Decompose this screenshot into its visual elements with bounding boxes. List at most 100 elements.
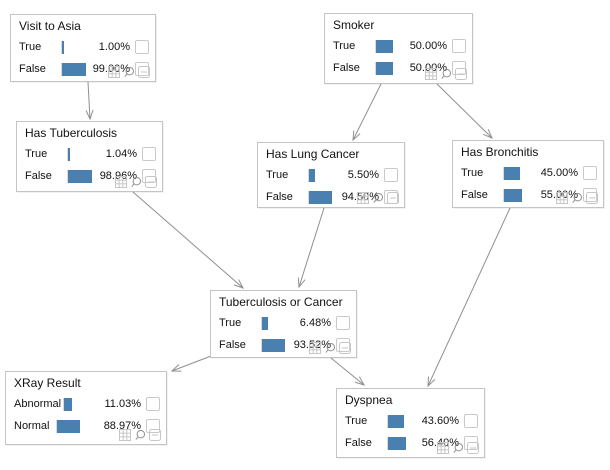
probability-bar — [309, 168, 315, 182]
probability-bar-track — [375, 61, 402, 75]
probability-value: 94.50% — [341, 191, 379, 203]
state-label: True — [461, 167, 484, 179]
probability-bar — [504, 188, 522, 202]
probability-bar-track — [375, 39, 402, 53]
edge-visit_asia-to-has_tuberculosis — [87, 81, 91, 120]
probability-bar-track — [261, 316, 288, 330]
node-toolbar — [437, 442, 479, 454]
probability-bar-track — [308, 168, 335, 182]
minus-icon[interactable] — [138, 66, 150, 78]
node-toolbar — [556, 192, 598, 204]
arrowhead-icon — [85, 109, 94, 121]
edge-has_tuberculosis-to-tuberculosis_or_cancer — [132, 191, 244, 289]
node-title: Smoker — [333, 18, 375, 32]
probability-bar-track — [387, 414, 414, 428]
probability-bar-track — [387, 436, 414, 450]
grid-icon[interactable] — [437, 442, 449, 454]
state-row: True 5.50% — [258, 164, 404, 186]
probability-bar — [57, 419, 80, 433]
grid-icon[interactable] — [425, 68, 437, 80]
probability-bar-track — [63, 397, 90, 411]
minus-icon[interactable] — [149, 429, 161, 441]
probability-bar-track — [261, 338, 288, 352]
minus-icon[interactable] — [455, 68, 467, 80]
evidence-checkbox[interactable] — [583, 166, 597, 180]
minus-icon[interactable] — [387, 192, 399, 204]
probability-bar — [376, 61, 393, 75]
grid-icon[interactable] — [309, 342, 321, 354]
grid-icon[interactable] — [119, 429, 131, 441]
node-toolbar — [309, 342, 351, 354]
state-label: False — [333, 62, 360, 74]
state-label: False — [25, 170, 52, 182]
minus-icon[interactable] — [467, 442, 479, 454]
state-label: True — [266, 169, 289, 181]
evidence-checkbox[interactable] — [135, 40, 149, 54]
node-title: Visit to Asia — [19, 19, 81, 33]
edge-has_bronchitis-to-dyspnea — [427, 207, 511, 387]
edge-tuberculosis_or_cancer-to-dyspnea — [330, 357, 365, 386]
state-label: True — [345, 415, 368, 427]
state-label: False — [461, 189, 488, 201]
node-title: Has Tuberculosis — [25, 126, 118, 140]
minus-icon[interactable] — [586, 192, 598, 204]
evidence-checkbox[interactable] — [142, 147, 156, 161]
arrowhead-icon — [170, 364, 182, 372]
magnifier-icon[interactable] — [134, 429, 146, 441]
grid-icon[interactable] — [108, 66, 120, 78]
state-label: Normal — [14, 420, 50, 432]
node-title: Has Lung Cancer — [266, 147, 360, 161]
evidence-checkbox[interactable] — [464, 414, 478, 428]
grid-icon[interactable] — [357, 192, 369, 204]
magnifier-icon[interactable] — [452, 442, 464, 454]
probability-value: 99.00% — [92, 63, 130, 75]
evidence-checkbox[interactable] — [452, 39, 466, 53]
probability-bar — [388, 414, 404, 428]
node-toolbar — [108, 66, 150, 78]
node-toolbar — [357, 192, 399, 204]
grid-icon[interactable] — [556, 192, 568, 204]
grid-icon[interactable] — [115, 176, 127, 188]
magnifier-icon[interactable] — [324, 342, 336, 354]
minus-icon[interactable] — [339, 342, 351, 354]
magnifier-icon[interactable] — [123, 66, 135, 78]
probability-value: 50.00% — [409, 40, 447, 52]
magnifier-icon[interactable] — [372, 192, 384, 204]
probability-bar — [62, 40, 64, 54]
probability-value: 6.48% — [299, 317, 331, 329]
arrowhead-icon — [427, 376, 436, 388]
magnifier-icon[interactable] — [571, 192, 583, 204]
evidence-checkbox[interactable] — [384, 168, 398, 182]
probability-bar — [309, 190, 332, 204]
probability-bar-track — [56, 419, 83, 433]
probability-bar — [262, 316, 268, 330]
probability-bar — [68, 169, 92, 183]
minus-icon[interactable] — [145, 176, 157, 188]
probability-bar-track — [67, 147, 94, 161]
probability-value: 1.04% — [105, 148, 137, 160]
evidence-checkbox[interactable] — [146, 397, 160, 411]
probability-bar-track — [61, 40, 88, 54]
probability-value: 43.60% — [421, 415, 459, 427]
arrowhead-icon — [297, 277, 306, 289]
magnifier-icon[interactable] — [130, 176, 142, 188]
evidence-checkbox[interactable] — [336, 316, 350, 330]
probability-value: 5.50% — [347, 169, 379, 181]
magnifier-icon[interactable] — [440, 68, 452, 80]
